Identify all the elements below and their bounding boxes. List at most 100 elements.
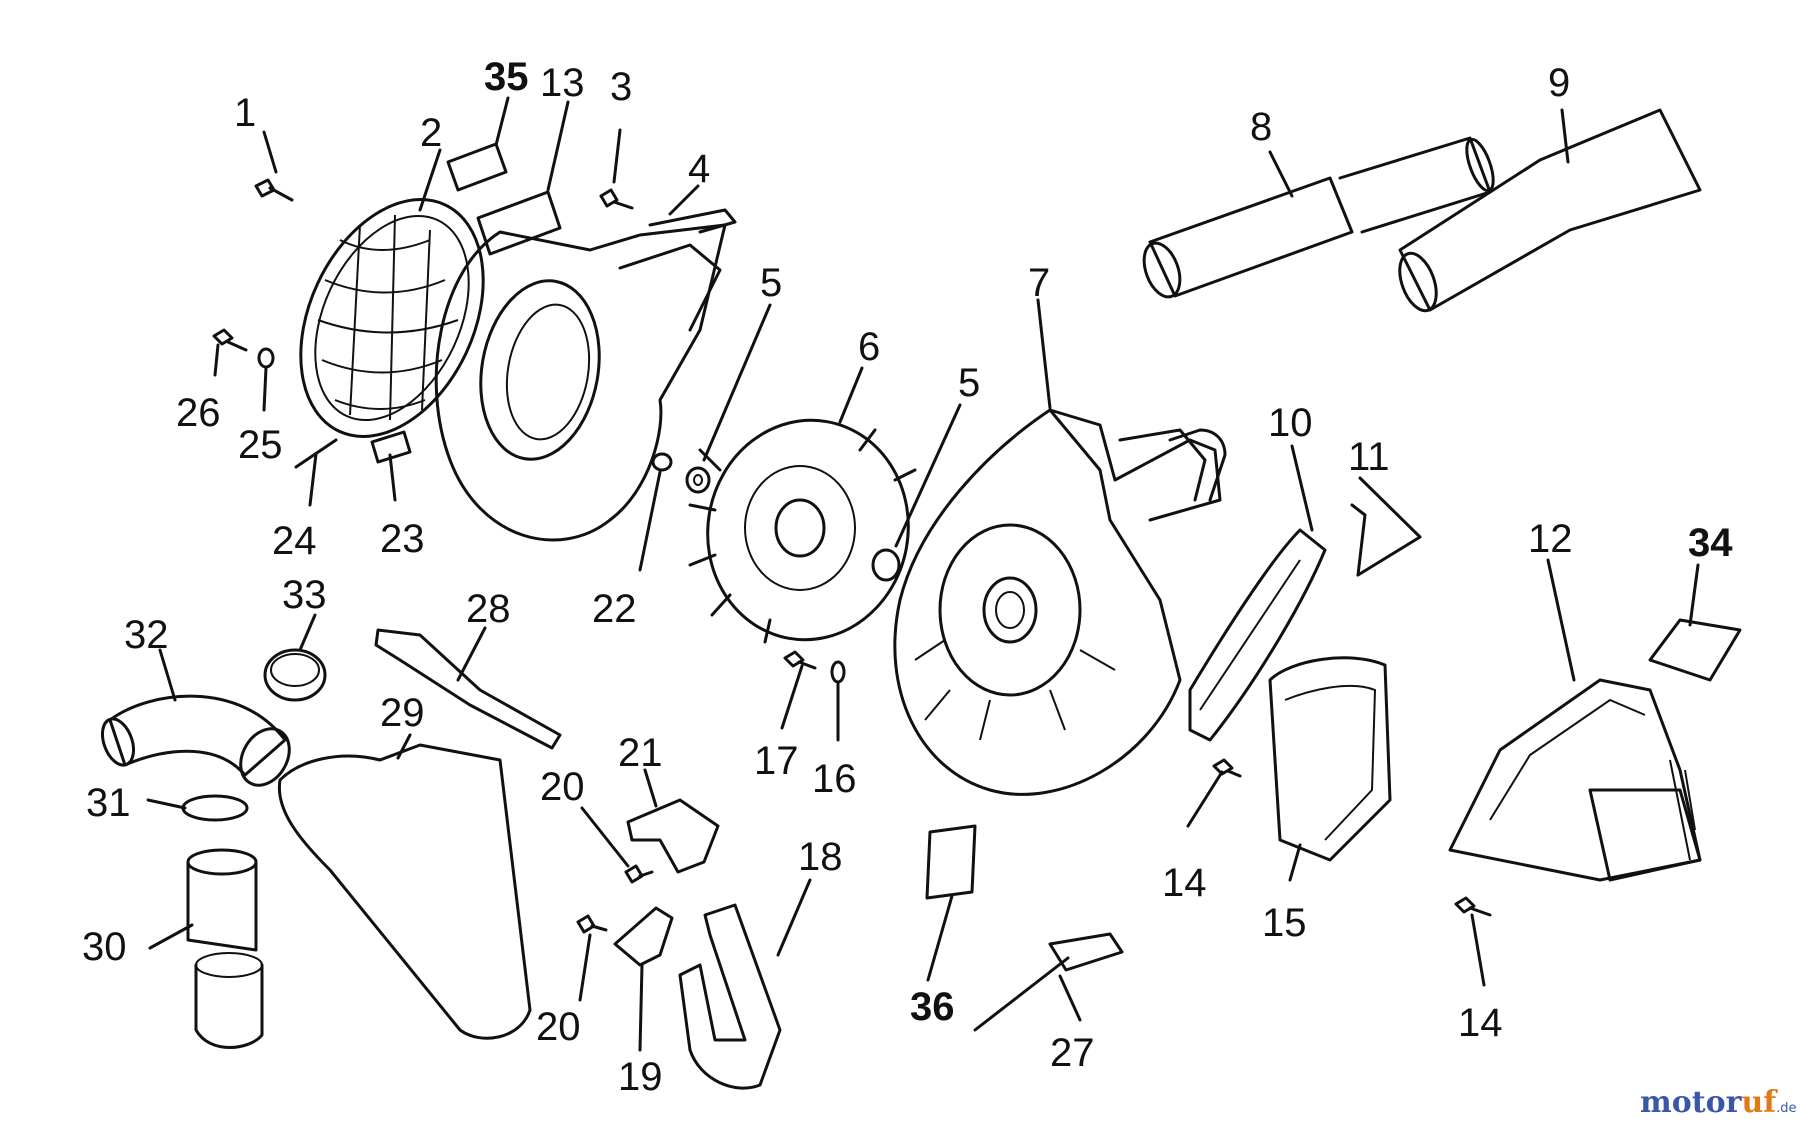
- leader-17: [780, 664, 804, 730]
- part-clamp-31: [181, 794, 249, 822]
- leader-2: [418, 148, 442, 212]
- part-clip-19: [613, 906, 674, 967]
- callout-14a: 14: [1162, 861, 1207, 905]
- callout-7: 7: [1028, 261, 1050, 305]
- part-impeller-6: [688, 418, 917, 644]
- part-engine-cover-12: [1448, 678, 1702, 882]
- leader-34: [1688, 563, 1700, 627]
- callout-24: 24: [272, 519, 317, 563]
- leader-33: [298, 613, 317, 652]
- leader-27: [1058, 974, 1082, 1022]
- leader-29: [396, 733, 412, 760]
- callout-17: 17: [754, 739, 799, 783]
- part-washer-5a: [685, 466, 711, 494]
- callout-20a: 20: [540, 765, 585, 809]
- callout-11: 11: [1348, 435, 1390, 479]
- leader-35: [494, 96, 510, 147]
- part-grip-18: [678, 903, 782, 1090]
- part-blower-housing: [434, 208, 737, 542]
- callout-12: 12: [1528, 517, 1573, 561]
- leader-31: [146, 798, 187, 810]
- part-screw-26: [212, 328, 248, 352]
- callout-14b: 14: [1458, 1001, 1503, 1045]
- part-screw-3: [599, 188, 634, 210]
- leader-30: [148, 923, 194, 950]
- part-tube-8: [1142, 136, 1495, 299]
- leader-lines: [146, 96, 1700, 1052]
- part-handle-10: [1188, 528, 1327, 742]
- callout-15: 15: [1262, 901, 1307, 945]
- part-label-36: [925, 824, 977, 900]
- leader-10: [1290, 444, 1314, 532]
- callout-8: 8: [1250, 105, 1272, 149]
- part-clip-23: [370, 430, 412, 464]
- callout-16: 16: [812, 757, 857, 801]
- leader-20a: [580, 806, 630, 868]
- leader-9: [1560, 108, 1570, 164]
- leader-36: [926, 894, 954, 982]
- watermark-logo: motoruf.de: [1640, 1085, 1797, 1120]
- part-nut-22: [651, 452, 673, 472]
- callout-23: 23: [380, 517, 425, 561]
- callout-25: 25: [238, 423, 283, 467]
- callout-10: 10: [1268, 401, 1313, 445]
- leader-28: [456, 626, 487, 682]
- leader-14b: [1470, 913, 1486, 987]
- part-tube-30: [186, 848, 264, 1049]
- watermark-brand-1: motor: [1640, 1085, 1743, 1120]
- callout-28: 28: [466, 587, 511, 631]
- callout-19: 19: [618, 1055, 663, 1099]
- leader-14a: [1186, 770, 1224, 828]
- callout-36: 36: [910, 985, 955, 1029]
- leader-7: [1036, 298, 1052, 410]
- callout-32: 32: [124, 613, 169, 657]
- part-screw-14b: [1454, 896, 1492, 917]
- leader-8: [1268, 150, 1294, 198]
- leader-4: [668, 184, 700, 216]
- part-decal-35: [446, 142, 508, 192]
- callout-numbers: 1 2 35 13 3 4 5 6 5 7 8 9 10 11 12 34 26…: [82, 55, 1733, 1099]
- part-washer-5b: [871, 548, 901, 582]
- callout-13: 13: [540, 61, 585, 105]
- part-washer-16: [830, 660, 846, 684]
- leader-22: [638, 470, 662, 572]
- part-main-housing-7: [893, 408, 1227, 796]
- callout-35: 35: [484, 55, 529, 99]
- callout-4: 4: [688, 147, 710, 191]
- leader-19: [638, 963, 644, 1052]
- watermark-suffix: .de: [1776, 1101, 1796, 1116]
- part-bracket-28: [374, 628, 562, 750]
- callout-34: 34: [1688, 521, 1733, 565]
- leader-24: [308, 452, 318, 507]
- leader-13: [546, 100, 570, 192]
- leader-15: [1288, 843, 1302, 882]
- leader-26: [213, 343, 220, 377]
- callout-31: 31: [86, 781, 131, 825]
- part-screw-1: [254, 178, 294, 202]
- part-bracket-21: [626, 798, 720, 874]
- part-spring-11: [1350, 503, 1367, 577]
- leader-21: [643, 768, 658, 808]
- svg-text:motoruf.de: motoruf.de: [1640, 1085, 1797, 1120]
- leader-23: [388, 453, 397, 502]
- callout-21: 21: [618, 731, 663, 775]
- callout-26: 26: [176, 391, 221, 435]
- callout-2: 2: [420, 111, 442, 155]
- leader-1: [262, 130, 278, 174]
- callout-33: 33: [282, 573, 327, 617]
- callout-27: 27: [1050, 1031, 1095, 1075]
- leader-25: [262, 366, 268, 412]
- part-side-cover-15: [1268, 656, 1392, 862]
- part-screw-17: [783, 650, 817, 670]
- leader-5b: [894, 403, 962, 548]
- part-screw-20a: [624, 864, 654, 884]
- callout-20b: 20: [536, 1005, 581, 1049]
- part-screw-20b: [576, 914, 608, 934]
- callout-9: 9: [1548, 61, 1570, 105]
- watermark-brand-2: uf: [1741, 1085, 1778, 1120]
- callout-22: 22: [592, 587, 637, 631]
- part-bag-29: [277, 743, 532, 1040]
- part-label-34: [1648, 618, 1742, 682]
- leader-20b: [578, 933, 592, 1002]
